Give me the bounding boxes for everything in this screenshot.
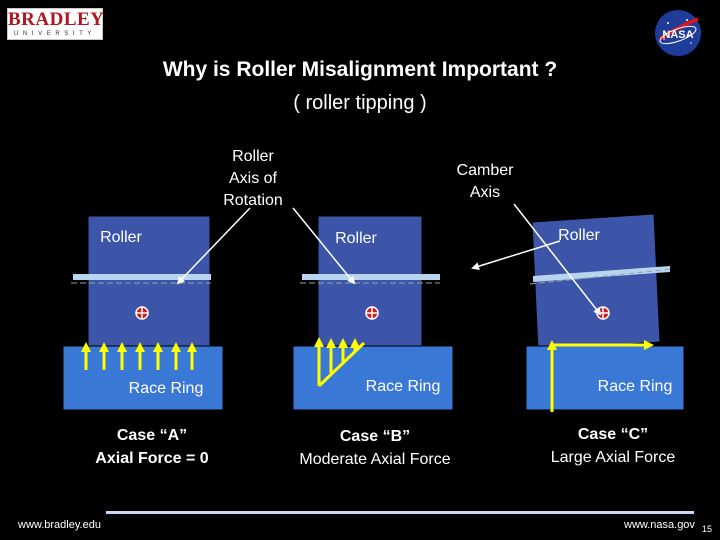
case-a-roller-label: Roller	[100, 229, 142, 246]
roller-axis-callout-line2: Axis of	[228, 170, 277, 187]
bradley-logo-sub: UNIVERSITY	[13, 31, 96, 37]
case-b-center-marker	[365, 306, 379, 320]
roller-axis-callout: Roller Axis of Rotation	[214, 146, 292, 212]
camber-axis-callout-line1: Camber	[456, 162, 514, 179]
case-a-force-arrows	[81, 342, 197, 370]
case-c-force-arrows	[547, 340, 654, 412]
case-a-race-ring-label: Race Ring	[128, 380, 204, 397]
case-c-title: Case “C”	[577, 426, 649, 443]
case-a-diagram	[62, 215, 224, 411]
case-c-roller-label: Roller	[558, 227, 600, 244]
case-c-roller	[531, 213, 661, 351]
roller-axis-callout-line3: Rotation	[223, 192, 283, 209]
case-a-axis-bar	[73, 274, 211, 280]
footer-divider	[106, 511, 694, 514]
footer-left-url[interactable]: www.bradley.edu	[18, 519, 101, 531]
case-a-race-ring	[62, 345, 224, 411]
case-a-center-marker	[135, 306, 149, 320]
case-a-force: Axial Force = 0	[95, 450, 209, 467]
nasa-logo-text: NASA	[662, 29, 693, 41]
case-b-force-arrows	[314, 337, 360, 373]
case-c-axis-bar	[533, 266, 670, 282]
nasa-logo: NASA	[655, 10, 701, 56]
case-b-axis-bar	[302, 274, 440, 280]
bradley-logo: BRADLEY UNIVERSITY	[7, 8, 105, 40]
page-number: 15	[702, 524, 713, 534]
slide-title: Why is Roller Misalignment Important ?	[162, 58, 558, 81]
camber-axis-callout: Camber Axis	[445, 160, 525, 204]
case-b-roller	[317, 215, 423, 347]
case-b-diagram	[292, 215, 454, 411]
case-b-caption: Case “B” Moderate Axial Force	[270, 425, 480, 471]
slide-subtitle: ( roller tipping )	[293, 92, 427, 114]
case-b-roller-label: Roller	[335, 230, 377, 247]
case-c-race-ring-label: Race Ring	[597, 378, 673, 395]
case-b-race-ring-label: Race Ring	[365, 378, 441, 395]
case-c-caption: Case “C” Large Axial Force	[523, 423, 703, 469]
roller-axis-callout-line1: Roller	[232, 148, 274, 165]
footer-right-url[interactable]: www.nasa.gov	[624, 519, 695, 531]
case-b-title: Case “B”	[339, 428, 411, 445]
bradley-logo-word: BRADLEY	[8, 9, 105, 30]
callout-pointers	[176, 203, 602, 316]
case-c-diagram	[525, 213, 685, 412]
case-a-caption: Case “A” Axial Force = 0	[72, 424, 232, 470]
case-a-title: Case “A”	[116, 427, 188, 444]
camber-axis-callout-line2: Axis	[469, 184, 501, 201]
case-c-force: Large Axial Force	[550, 449, 676, 466]
case-b-force: Moderate Axial Force	[299, 451, 451, 468]
